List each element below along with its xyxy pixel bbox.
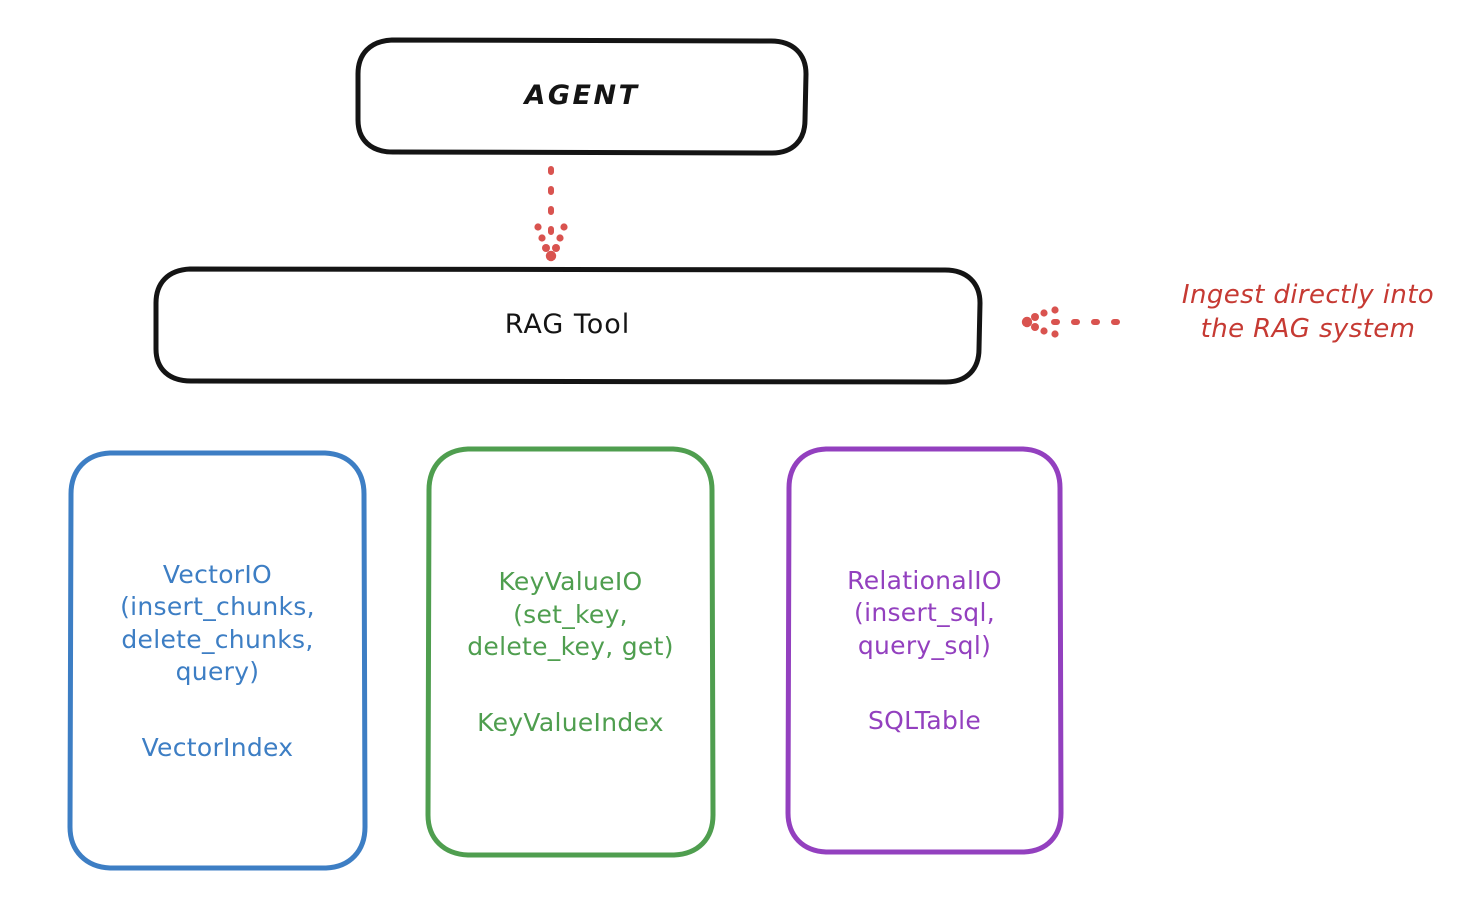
node-agent-label: AGENT	[524, 79, 640, 111]
node-keyvalueio-sublabel: KeyValueIndex	[477, 707, 664, 737]
node-rag-tool-label: RAG Tool	[504, 308, 631, 340]
relationalio-box-outline	[785, 446, 1064, 855]
node-rag-tool[interactable]: RAG Tool	[155, 268, 980, 382]
ingest-to-rag-connector	[1021, 306, 1133, 338]
node-relationalio[interactable]: RelationalIO (insert_sql, query_sql) SQL…	[788, 448, 1061, 852]
node-vectorio[interactable]: VectorIO (insert_chunks, delete_chunks, …	[70, 452, 365, 868]
ingest-annotation-text: Ingest directly into the RAG system	[1181, 280, 1435, 345]
rag-tool-box-outline	[153, 266, 983, 385]
node-relationalio-sublabel: SQLTable	[867, 706, 982, 736]
node-vectorio-label: VectorIO (insert_chunks, delete_chunks, …	[120, 559, 315, 687]
vectorio-box-outline	[67, 450, 368, 871]
node-relationalio-label: RelationalIO (insert_sql, query_sql)	[847, 565, 1002, 660]
agent-box-outline	[355, 37, 809, 156]
agent-to-rag-connector	[534, 166, 568, 262]
node-keyvalueio-label: KeyValueIO (set_key, delete_key, get)	[467, 567, 674, 662]
node-keyvalueio[interactable]: KeyValueIO (set_key, delete_key, get) Ke…	[428, 448, 713, 855]
node-agent[interactable]: AGENT	[357, 39, 807, 153]
node-vectorio-sublabel: VectorIndex	[141, 732, 294, 762]
keyvalueio-box-outline	[425, 446, 716, 858]
